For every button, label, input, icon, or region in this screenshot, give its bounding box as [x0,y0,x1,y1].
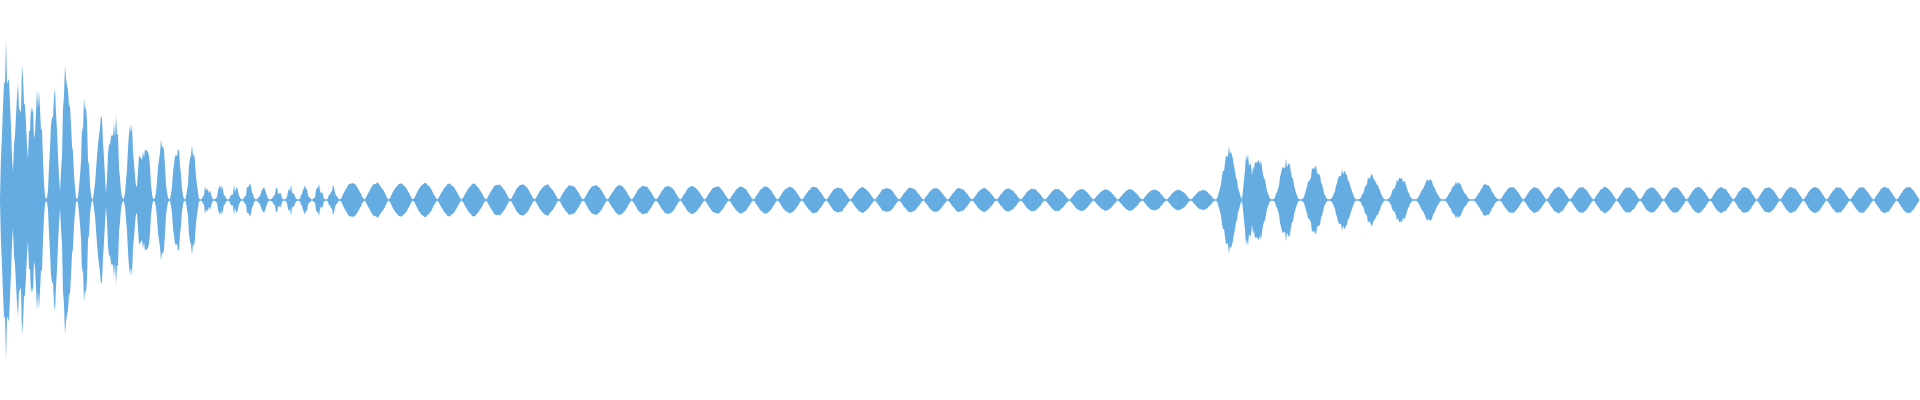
waveform-path [0,40,1919,360]
